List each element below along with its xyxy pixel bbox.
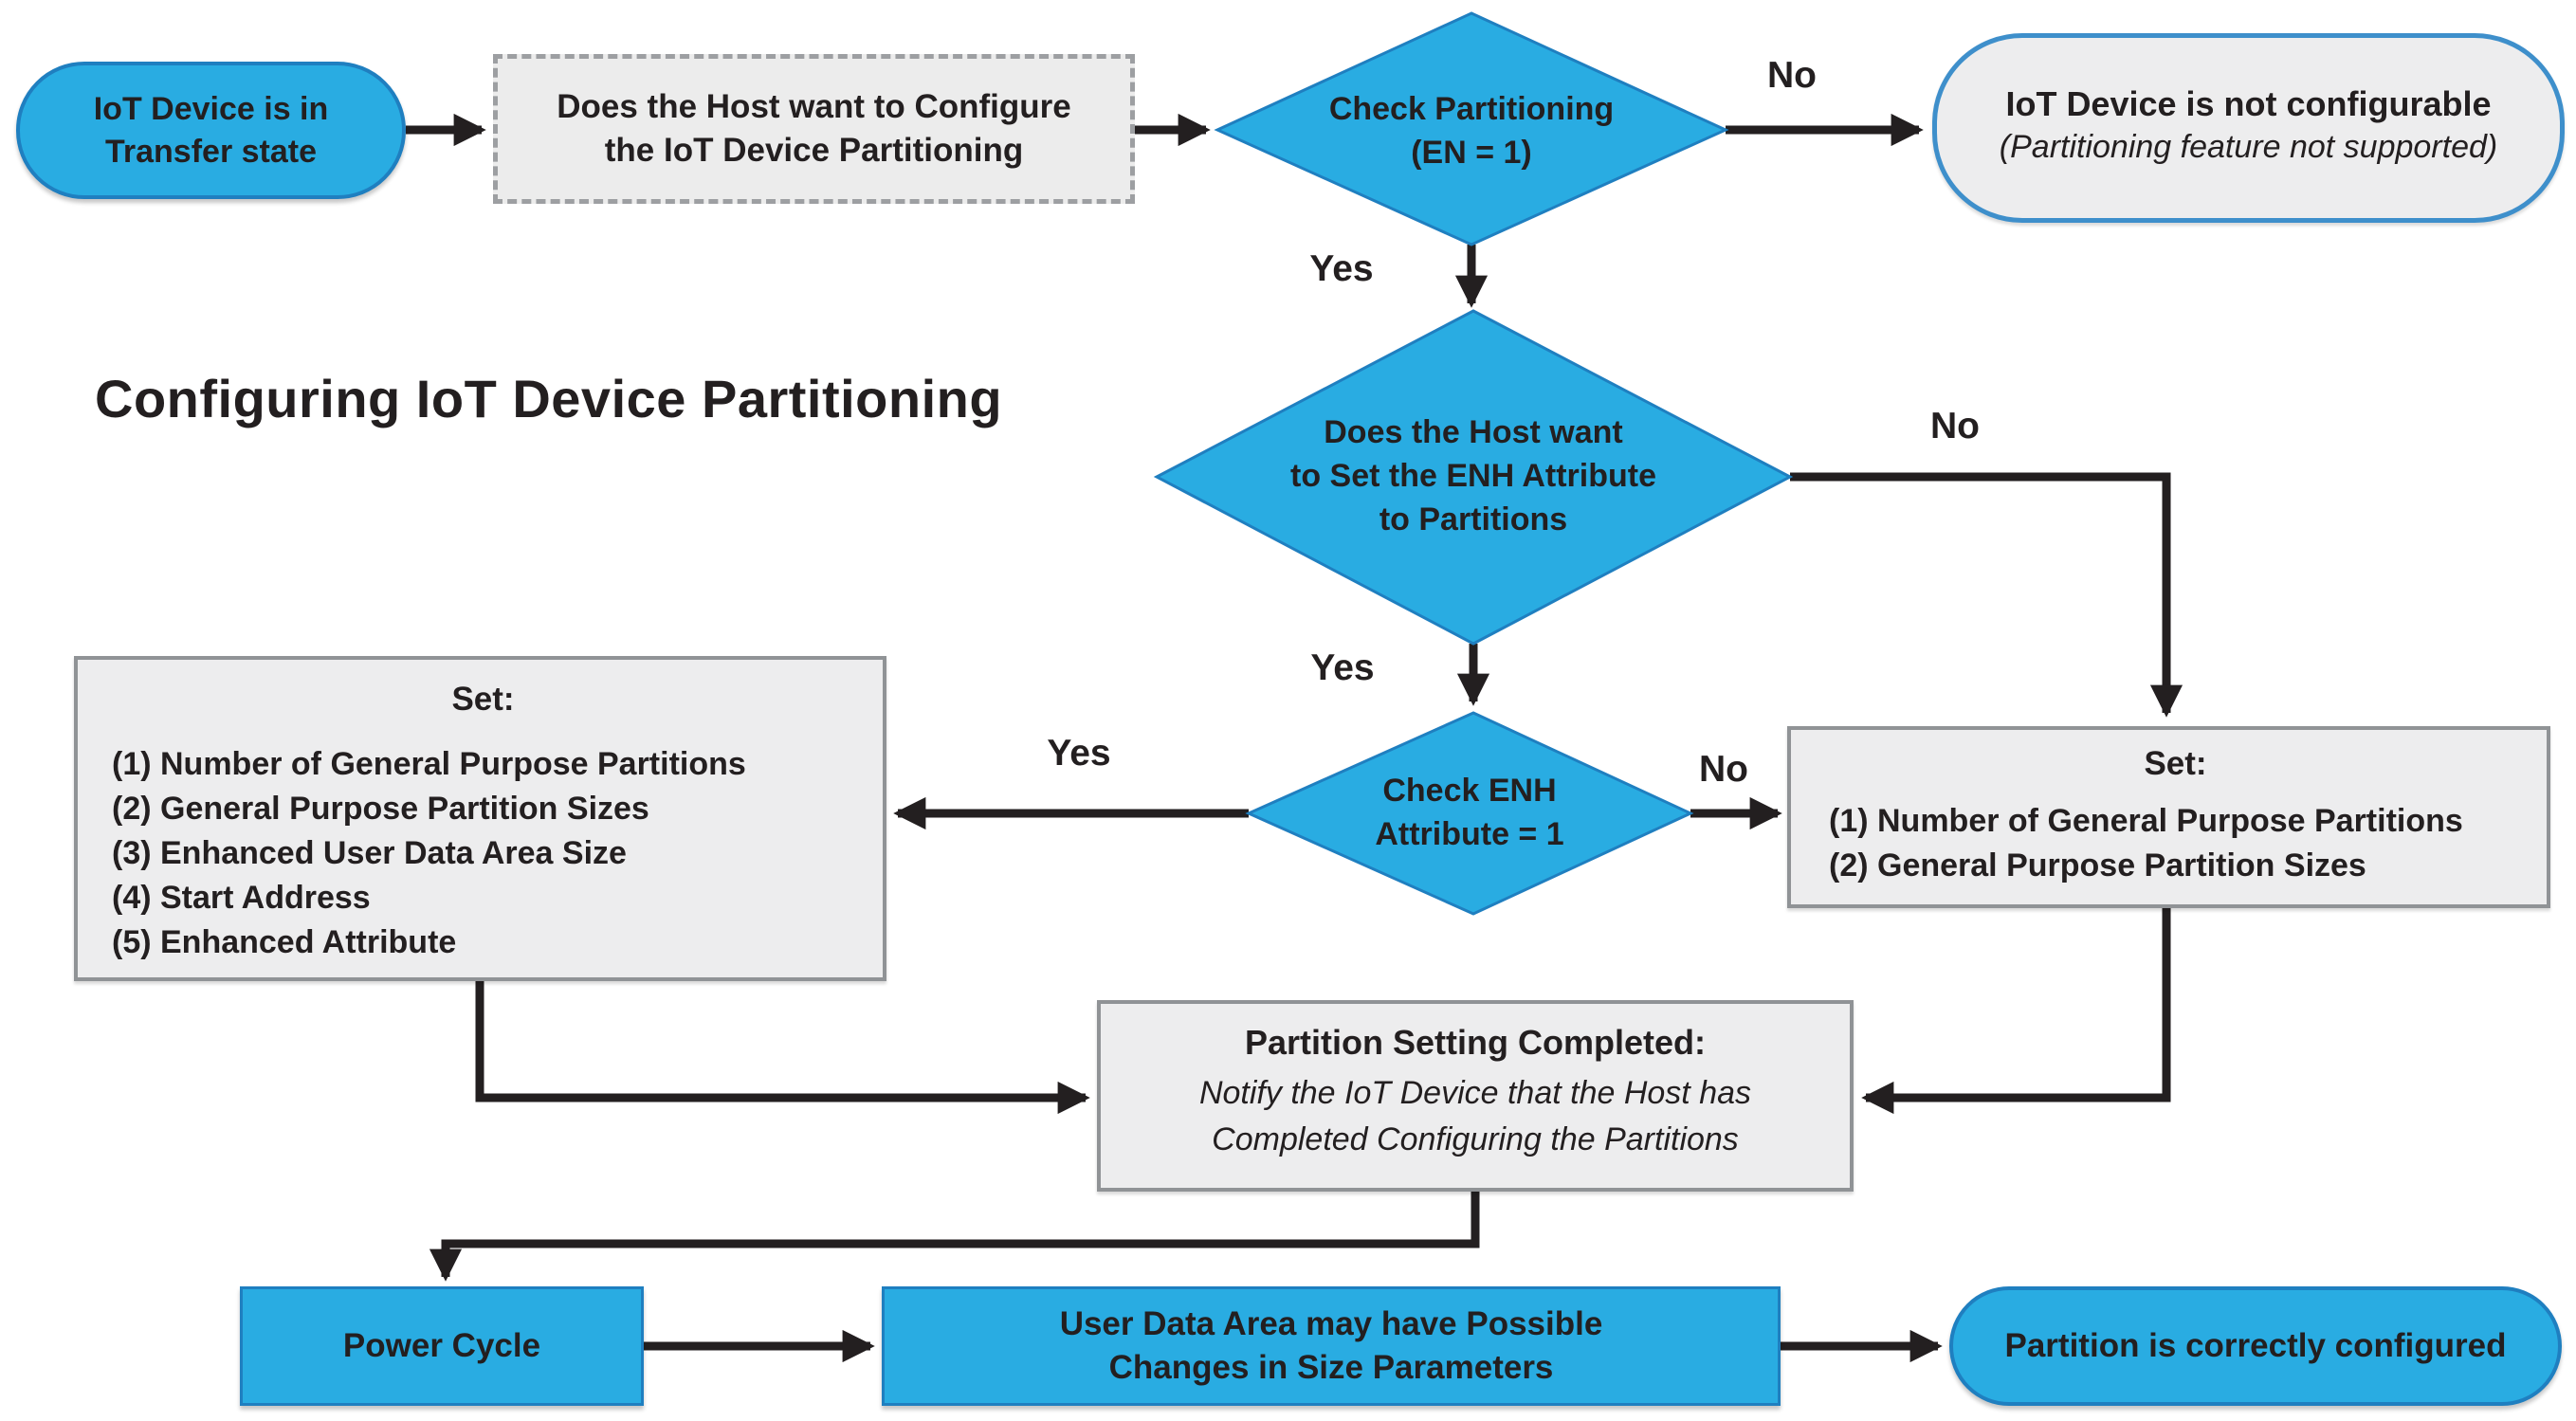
node-start-transfer-state-label: IoT Device is in Transfer state [93, 91, 329, 170]
set-full-item-2: (2) General Purpose Partition Sizes [112, 790, 649, 827]
edge-set-basic-to-partition-completed [1861, 908, 2171, 1115]
set-full-item-5: (5) Enhanced Attribute [112, 923, 457, 960]
node-set-full: Set: (1) Number of General Purpose Parti… [74, 656, 886, 981]
node-start-transfer-state: IoT Device is in Transfer state [16, 62, 406, 199]
edge-label-check-enh-yes: Yes [1047, 733, 1111, 774]
edge-label-check-partitioning-yes: Yes [1309, 248, 1374, 289]
node-user-data-change: User Data Area may have Possible Changes… [882, 1286, 1781, 1406]
edge-label-check-partitioning-no: No [1767, 55, 1817, 96]
node-user-data-change-label: User Data Area may have Possible Changes… [1059, 1304, 1603, 1386]
node-partition-completed: Partition Setting Completed: Notify the … [1097, 1000, 1854, 1192]
set-full-item-1: (1) Number of General Purpose Partitions [112, 746, 746, 782]
edge-label-set-enh-no: No [1930, 406, 1980, 446]
node-partition-completed-heading: Partition Setting Completed: [1245, 1023, 1706, 1062]
edge-partition-completed-to-power-cycle [429, 1192, 1480, 1282]
node-not-configurable-line1: IoT Device is not configurable [2005, 84, 2492, 124]
node-set-basic-heading: Set: [2144, 745, 2207, 782]
node-not-configurable-line2: (Partitioning feature not supported) [1999, 129, 2498, 166]
edge-set-full-to-partition-completed [475, 981, 1090, 1115]
node-power-cycle: Power Cycle [240, 1286, 644, 1406]
node-not-configurable: IoT Device is not configurable (Partitio… [1932, 33, 2565, 223]
node-set-basic: Set: (1) Number of General Purpose Parti… [1787, 726, 2550, 908]
decision-check-enh-shape [1245, 711, 1694, 916]
node-configure-question-label: Does the Host want to Configure the IoT … [557, 87, 1071, 169]
set-full-item-4: (4) Start Address [112, 879, 371, 916]
set-basic-item-2: (2) General Purpose Partition Sizes [1829, 847, 2366, 884]
edge-label-set-enh-yes: Yes [1310, 647, 1375, 688]
node-set-full-heading: Set: [451, 681, 515, 718]
node-partition-configured-label: Partition is correctly configured [2004, 1326, 2507, 1364]
node-partition-completed-body: Notify the IoT Device that the Host has … [1198, 1075, 1752, 1158]
decision-set-enh-question-shape [1153, 309, 1794, 646]
node-partition-configured: Partition is correctly configured [1949, 1286, 2562, 1406]
set-basic-item-1: (1) Number of General Purpose Partitions [1829, 803, 2463, 839]
node-power-cycle-label: Power Cycle [342, 1326, 541, 1364]
node-configure-question: Does the Host want to Configure the IoT … [493, 54, 1135, 204]
edge-label-check-enh-no: No [1699, 749, 1748, 790]
set-full-item-3: (3) Enhanced User Data Area Size [112, 834, 627, 871]
decision-check-partitioning-shape [1214, 11, 1729, 246]
edge-set-enh-no [1790, 472, 2183, 718]
page-title: Configuring IoT Device Partitioning [95, 369, 1003, 428]
